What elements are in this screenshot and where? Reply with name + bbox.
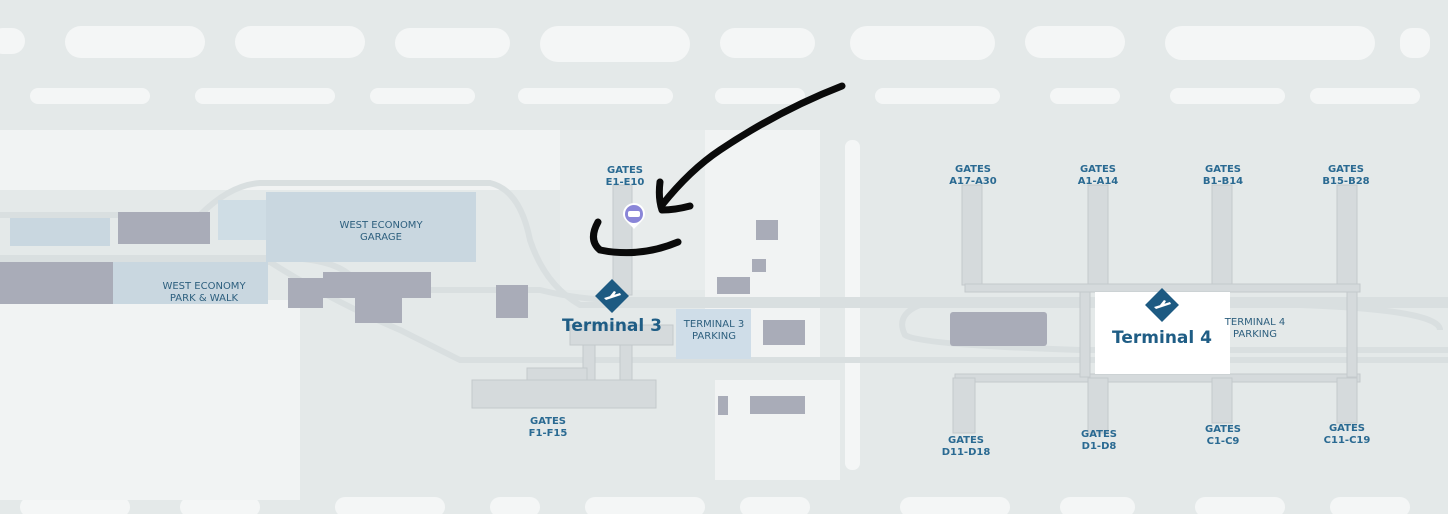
terminal-4-label[interactable]: Terminal 4 [1112, 328, 1212, 348]
gates-range: D1-D8 [1081, 441, 1117, 452]
tram-icon [623, 203, 645, 229]
gates-title: GATES [529, 416, 567, 427]
gates-title: GATES [1079, 164, 1117, 175]
gates-title: GATES [1204, 164, 1242, 175]
hand-drawn-arrow [590, 82, 846, 257]
area-line2: PARK & WALK [169, 293, 239, 304]
gates-title: GATES [947, 435, 985, 446]
gates-range: E1-E10 [605, 177, 645, 188]
area-line2: PARKING [1233, 329, 1277, 340]
area-line1: TERMINAL 4 [1224, 317, 1286, 328]
area-line1: WEST ECONOMY [162, 281, 246, 292]
gates-range: A1-A14 [1077, 176, 1119, 187]
gates-range: B15-B28 [1322, 176, 1370, 187]
terminal-3-label[interactable]: Terminal 3 [562, 316, 662, 336]
airplane-icon [1145, 288, 1179, 322]
area-line1: TERMINAL 3 [683, 319, 745, 330]
gates-title: GATES [954, 164, 992, 175]
gates-range: C1-C9 [1206, 436, 1240, 447]
terminal-3-marker[interactable] [594, 278, 630, 318]
terminal-structures [471, 184, 1361, 434]
area-line1: WEST ECONOMY [339, 220, 423, 231]
buildings [0, 192, 1047, 415]
gates-range: A17-A30 [949, 176, 997, 187]
gates-range: B1-B14 [1202, 176, 1244, 187]
gates-range: F1-F15 [528, 428, 568, 439]
runways [0, 26, 1430, 514]
terminal-4-marker[interactable] [1144, 287, 1180, 327]
gates-title: GATES [1204, 424, 1242, 435]
gates-range: C11-C19 [1323, 435, 1371, 446]
airplane-icon [595, 279, 629, 313]
gates-title: GATES [1328, 423, 1366, 434]
gates-title: GATES [606, 165, 644, 176]
gates-range: D11-D18 [941, 447, 991, 458]
land-areas [0, 130, 860, 500]
area-line2: PARKING [692, 331, 736, 342]
gates-title: GATES [1327, 164, 1365, 175]
transit-marker[interactable] [621, 201, 647, 235]
area-line2: GARAGE [360, 232, 402, 243]
gates-title: GATES [1080, 429, 1118, 440]
